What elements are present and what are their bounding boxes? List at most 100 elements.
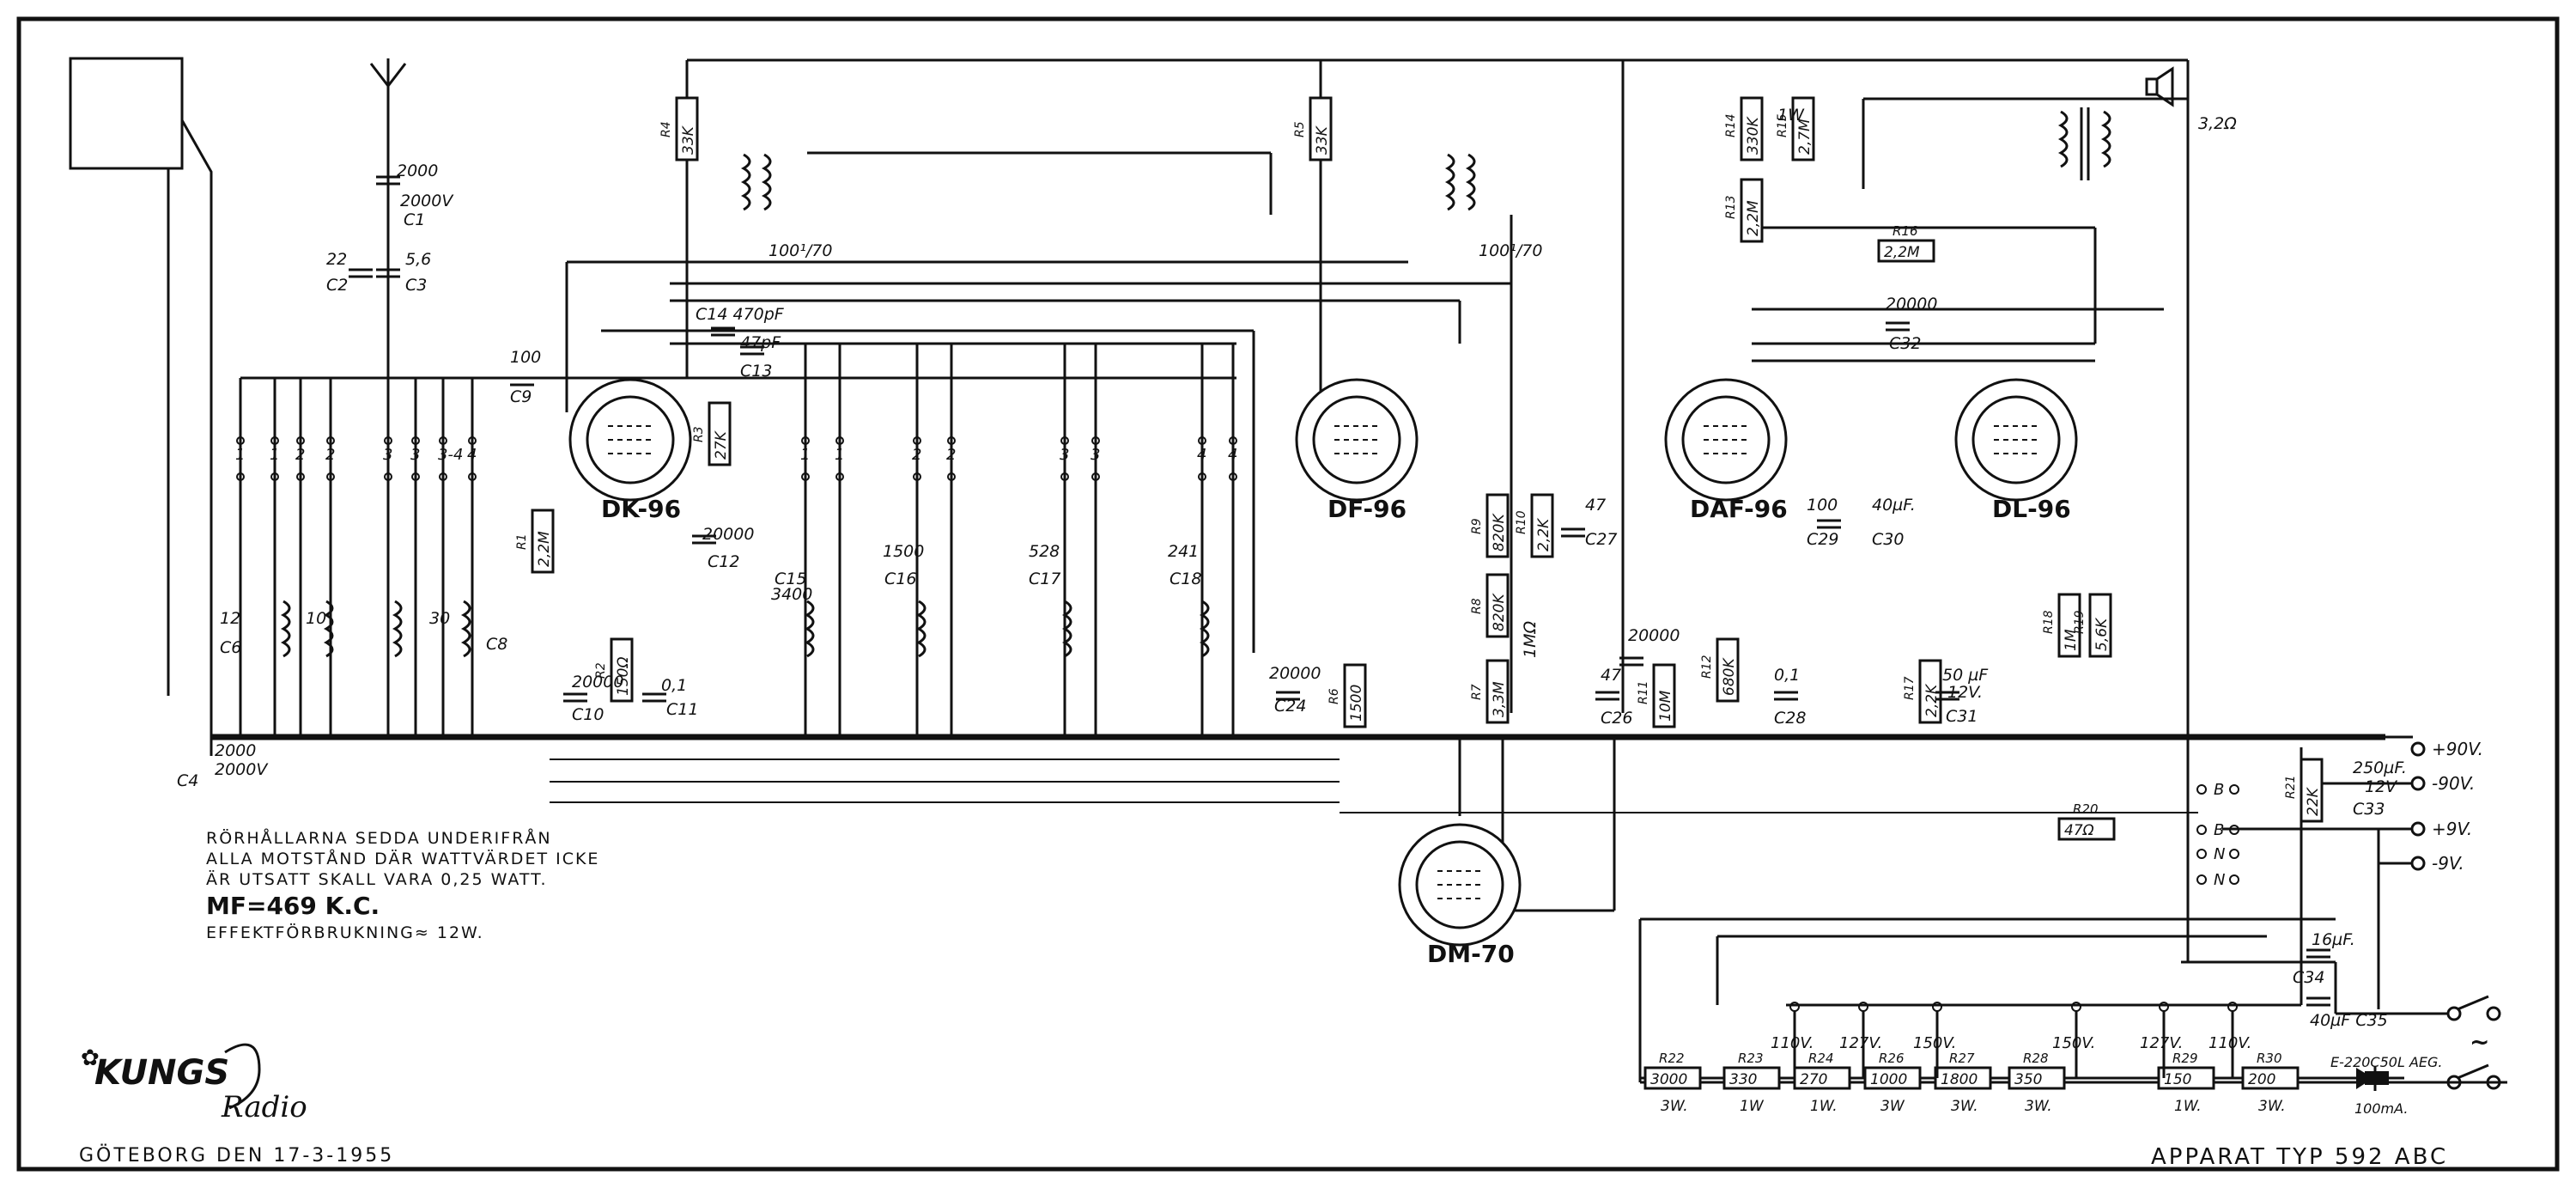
capacitor-label-c8: 30 xyxy=(429,609,450,628)
capacitor-symbol xyxy=(1276,691,1300,701)
switch-contact xyxy=(1091,472,1100,481)
band-number-label: 3 xyxy=(410,446,420,464)
speaker-impedance-label: 3,2Ω xyxy=(2198,114,2237,133)
switch-letter-b: B xyxy=(2214,821,2224,839)
resistor-value-r16: 2,2M xyxy=(1884,244,1920,261)
switch-node xyxy=(2229,849,2239,859)
resistor-ref-r16: R16 xyxy=(1893,223,1918,239)
capacitor-label-c7: 10 xyxy=(306,609,326,628)
resistor-ref-r5: R5 xyxy=(1293,121,1307,137)
capacitor-label-c12: 20000 xyxy=(702,525,754,544)
band-number-label: 3 xyxy=(1060,446,1069,464)
capacitor-symbol xyxy=(2306,996,2330,1007)
band-number-label: 3-4 xyxy=(438,446,463,464)
capacitor-label-c29: 100 xyxy=(1807,496,1838,515)
switch-contact xyxy=(801,472,810,481)
resistor-ref-r21: R21 xyxy=(2284,775,2298,799)
resistor-ref-r10: R10 xyxy=(1515,510,1528,534)
resistor-value-r18: 1M xyxy=(2063,629,2080,651)
capacitor-symbol xyxy=(376,175,400,186)
resistor-wattage-r26: 3W xyxy=(1880,1098,1905,1115)
capacitor-symbol xyxy=(349,268,373,278)
switch-node xyxy=(2229,825,2239,835)
capacitor-symbol xyxy=(563,692,587,703)
resistor-value-r13: 2,2M xyxy=(1745,200,1762,236)
capacitor-label-c24ref: C24 xyxy=(1274,697,1306,716)
switch-contact xyxy=(296,436,305,445)
resistor-value-r27: 1800 xyxy=(1941,1071,1978,1088)
band-number-label: 4 xyxy=(1228,446,1237,464)
capacitor-symbol xyxy=(1774,691,1798,701)
band-number-label: 2 xyxy=(912,446,921,464)
switch-contact xyxy=(835,436,844,445)
footer-model: APPARAT TYP 592 ABC xyxy=(2151,1144,2448,1170)
loop-antenna xyxy=(69,57,213,756)
tube-label-dm70: DM-70 xyxy=(1427,940,1515,968)
switch-contact xyxy=(411,436,420,445)
switch-contact xyxy=(296,472,305,481)
resistor-value-r7: 3,3M xyxy=(1491,681,1508,717)
capacitor-label-c11ref: C11 xyxy=(666,700,698,719)
switch-contact xyxy=(913,472,921,481)
tube-label-dk96: DK-96 xyxy=(601,495,681,523)
capacitor-label-c16ref: C16 xyxy=(884,570,916,588)
tube-df96: DF-96 xyxy=(1295,378,1419,523)
switch-letter-b: B xyxy=(2214,781,2224,799)
resistor-ref-r15: R15 xyxy=(1776,113,1789,137)
capacitor-label-c17ref: C17 xyxy=(1029,570,1060,588)
capacitor-symbol xyxy=(510,376,534,387)
capacitor-label-c3: 5,6 xyxy=(405,250,431,269)
capacitor-label-c11: 0,1 xyxy=(661,676,687,695)
switch-contact xyxy=(1060,436,1069,445)
capacitor-label-c33ref: C33 xyxy=(2353,800,2385,819)
capacitor-symbol xyxy=(740,345,764,356)
capacitor-label-c4a: 2000 xyxy=(215,741,256,760)
resistor-ref-r12: R12 xyxy=(1700,655,1714,679)
tube-dl96: DL-96 xyxy=(1954,378,2078,523)
resistor-ref-r8: R8 xyxy=(1470,598,1484,614)
resistor-value-r28: 350 xyxy=(2014,1071,2042,1088)
switch-contact xyxy=(411,472,420,481)
resistor-value-r4: 33K xyxy=(680,125,697,155)
capacitor-label-c14: C14 470pF xyxy=(696,305,785,324)
capacitor-symbol xyxy=(1595,691,1619,701)
capacitor-symbol xyxy=(692,534,716,545)
resistor-ref-r1: R1 xyxy=(515,533,529,550)
switch-node xyxy=(2229,874,2239,885)
mains-tap-label: 150V. xyxy=(1913,1034,1956,1052)
resistor-ref-r6: R6 xyxy=(1327,688,1341,704)
resistor-ref-r18: R18 xyxy=(2042,610,2056,634)
switch-contact xyxy=(468,436,477,445)
capacitor-label-c8ref: C8 xyxy=(486,635,507,654)
switch-contact xyxy=(439,436,447,445)
switch-contact xyxy=(913,436,921,445)
capacitor-label-c35: 40µF C35 xyxy=(2310,1011,2388,1030)
r14-wattage-label: 1W xyxy=(1777,106,1805,125)
capacitor-label-c16: 1500 xyxy=(883,542,924,561)
capacitor-label-c30ref: C30 xyxy=(1872,530,1904,549)
capacitor-label-c26ref: C26 xyxy=(1601,709,1632,728)
capacitor-symbol xyxy=(1619,656,1643,667)
capacitor-symbol xyxy=(1886,321,1910,332)
switch-contact xyxy=(1198,436,1206,445)
capacitor-label-c1ref: C1 xyxy=(404,210,425,229)
capacitor-label-c13ref: C13 xyxy=(740,362,772,381)
resistor-value-r22: 3000 xyxy=(1650,1071,1687,1088)
rod-antenna xyxy=(369,58,407,378)
capacitor-label-c29ref: C29 xyxy=(1807,530,1838,549)
switch-contact xyxy=(1229,472,1237,481)
capacitor-label-c1v: 2000V xyxy=(400,192,454,210)
tube-label-dl96: DL-96 xyxy=(1992,495,2071,523)
capacitor-label-c31: 50 µF xyxy=(1942,666,1989,685)
capacitor-label-c15: 3400 xyxy=(771,585,812,604)
capacitor-label-c27ref: C27 xyxy=(1585,530,1617,549)
resistor-value-r29: 150 xyxy=(2164,1071,2191,1088)
